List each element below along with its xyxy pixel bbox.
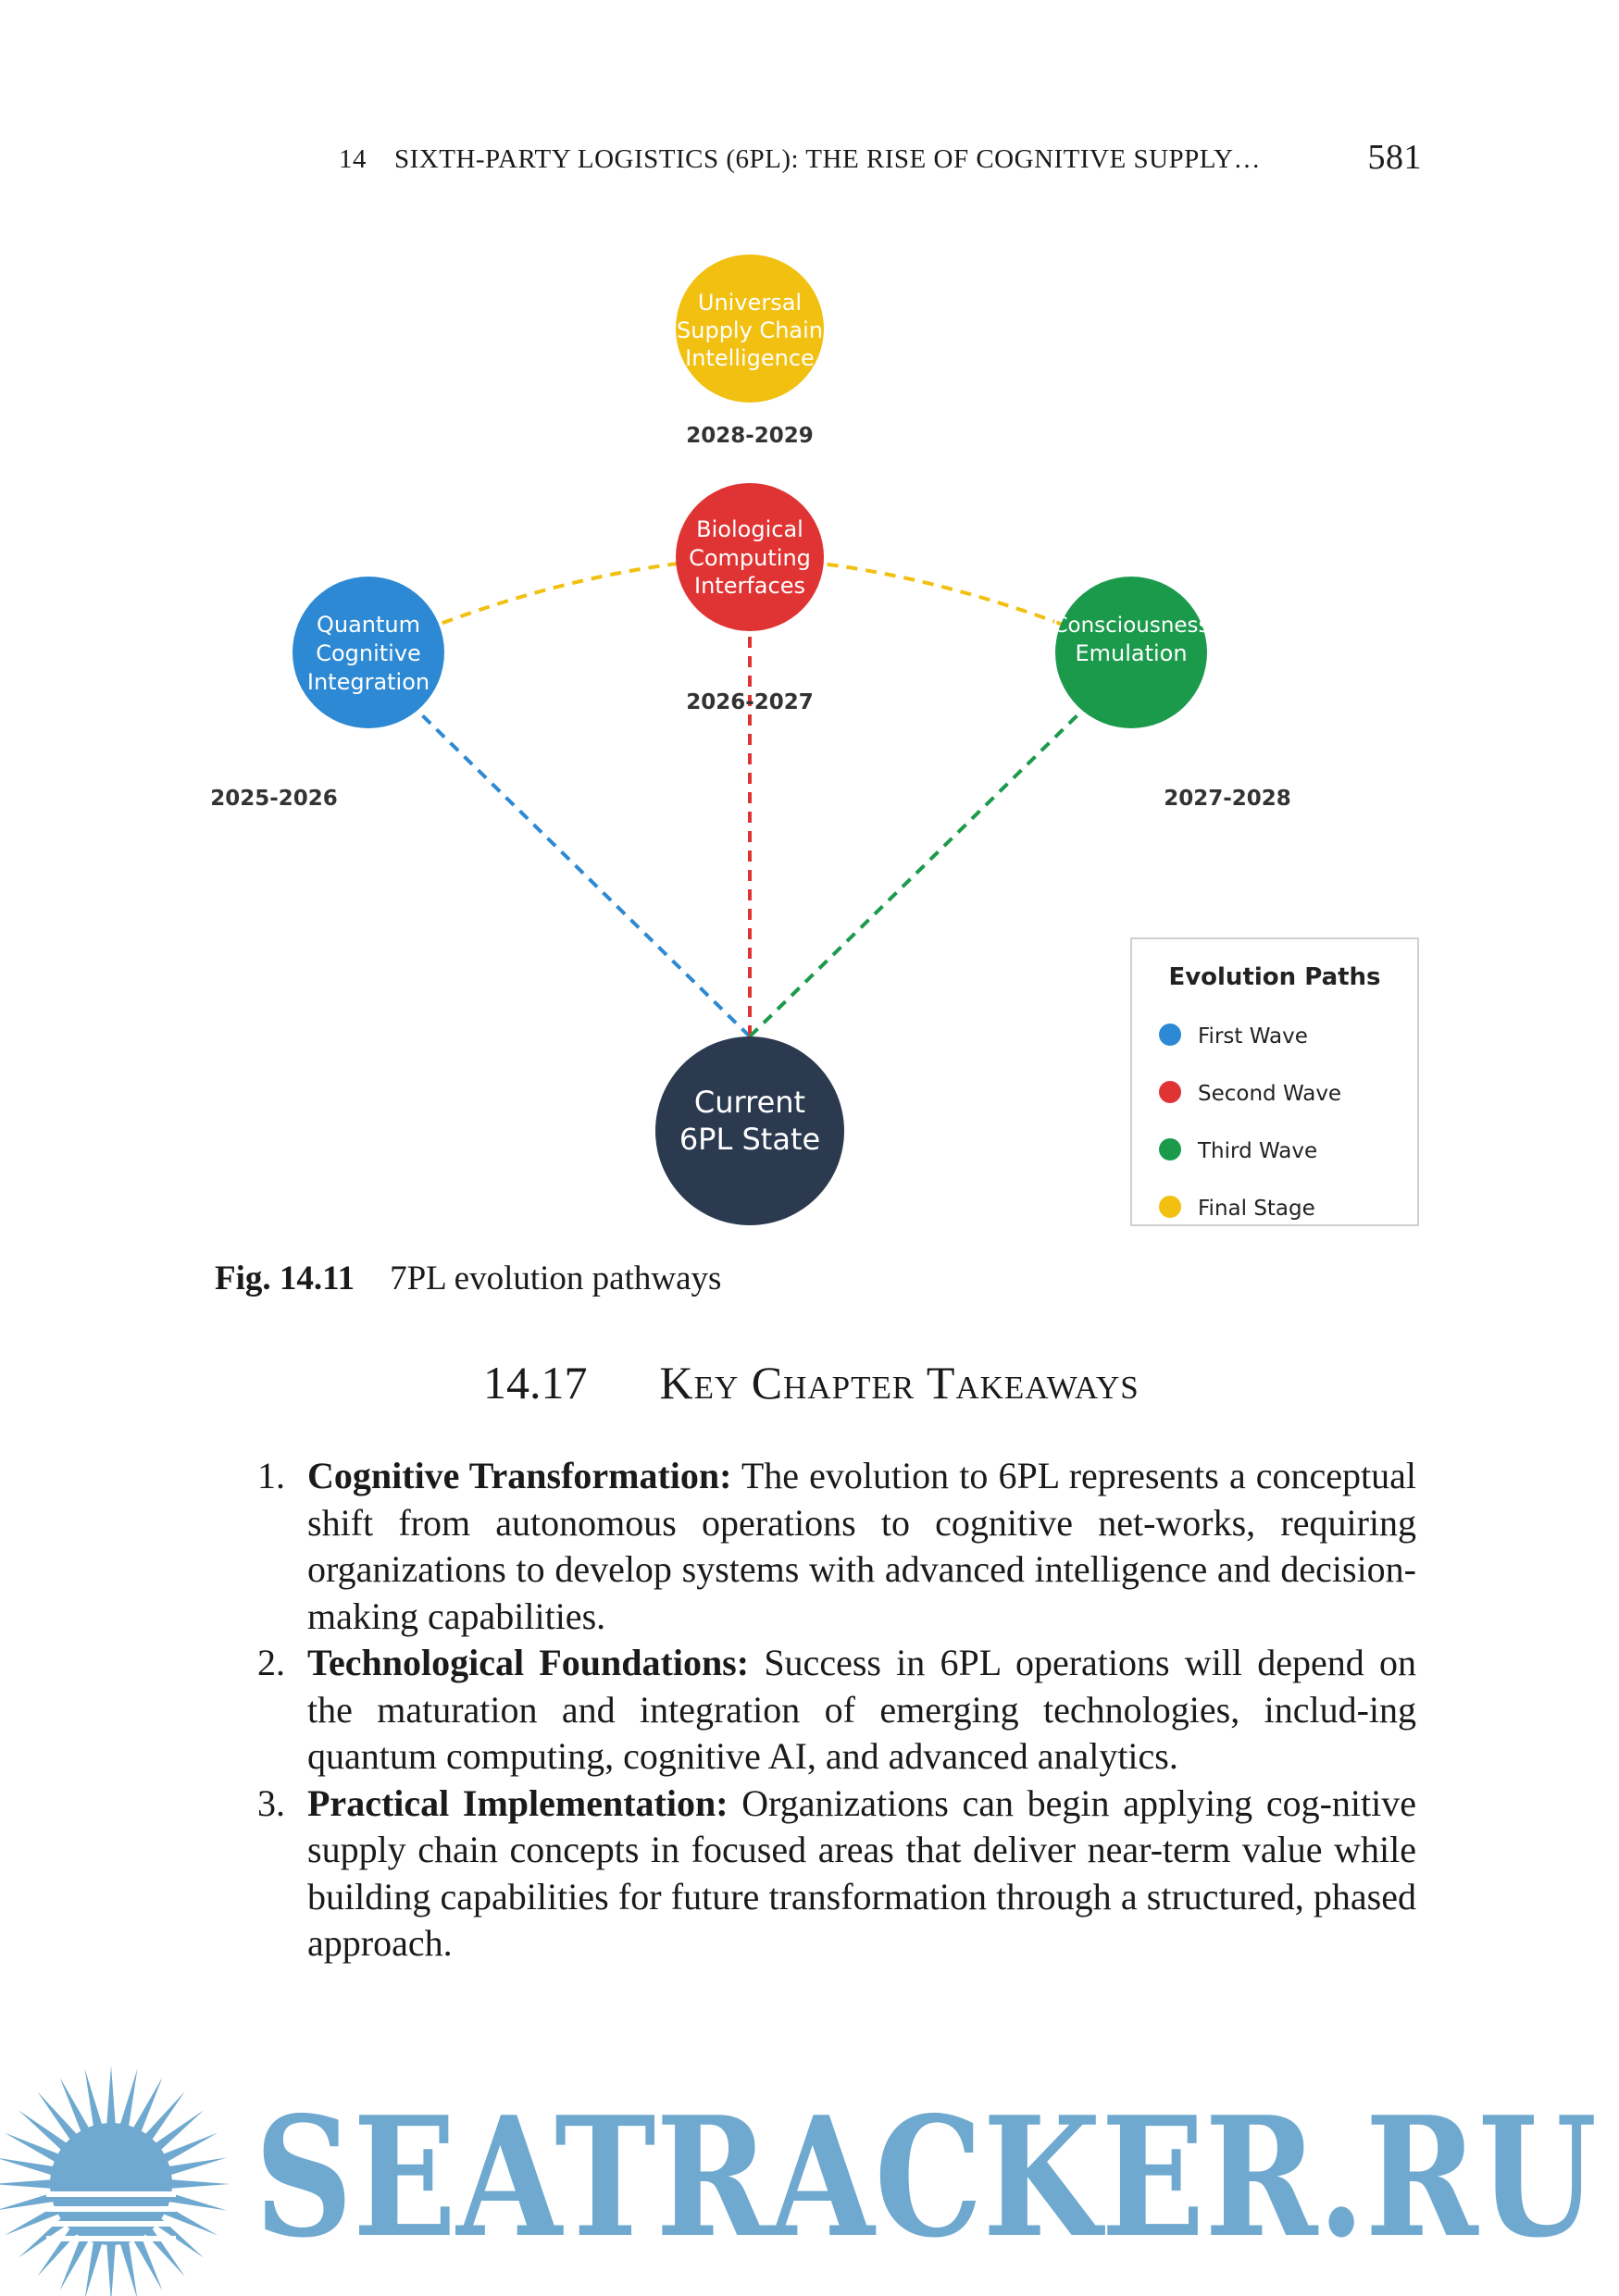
sun-ray — [59, 2233, 91, 2291]
node-quantum-label-3: Integration — [307, 669, 430, 695]
path-quantum-to-biological — [369, 555, 751, 654]
node-quantum-label-1: Quantum — [317, 612, 420, 638]
node-consciousness: Consciousness Emulation — [1052, 577, 1210, 728]
sun-ray — [131, 2233, 163, 2291]
path-current-to-quantum — [413, 706, 752, 1038]
running-head: 14 SIXTH-PARTY LOGISTICS (6PL): THE RISE… — [339, 137, 1422, 183]
node-universal-label-3: Intelligence — [685, 345, 815, 371]
legend-item-first-wave: First Wave — [1198, 1024, 1308, 1049]
sun-disc — [50, 2123, 172, 2245]
sun-ray — [131, 2077, 163, 2135]
evolution-diagram: Universal Supply Chain Intelligence 2028… — [210, 254, 1419, 1226]
sun-ray — [18, 2110, 69, 2153]
sun-ray — [59, 2077, 91, 2135]
legend: Evolution Paths First Wave Second Wave T… — [1130, 937, 1419, 1226]
list-item-term: Technological Foundations: — [307, 1642, 750, 1683]
year-consciousness: 2027-2028 — [1164, 787, 1291, 811]
watermark-text: SEATRACKER.RU — [255, 2080, 1597, 2274]
node-biological-label-3: Interfaces — [694, 573, 805, 599]
legend-swatch-third-wave — [1159, 1138, 1181, 1160]
watermark: SEATRACKER.RU — [0, 2066, 1597, 2296]
sun-ray — [84, 2068, 104, 2129]
sun-ray — [143, 2226, 185, 2277]
list-item-text: Organizations can begin applying cog-nit… — [307, 1781, 1416, 1965]
legend-title: Evolution Paths — [1168, 963, 1380, 991]
node-biological-label-1: Biological — [696, 516, 803, 542]
sun-ray — [118, 2068, 138, 2129]
list-item: 2. Technological Foundations: Success in… — [252, 1640, 1416, 1781]
sun-ray — [37, 2091, 80, 2142]
sun-ray — [106, 2066, 116, 2128]
sun-ray — [0, 2179, 55, 2189]
node-current-label-2: 6PL State — [679, 1122, 820, 1157]
node-consciousness-label-1: Consciousness — [1052, 614, 1209, 638]
year-biological: 2026-2027 — [686, 690, 814, 714]
figure-caption-label: Fig. 14.11 — [215, 1260, 355, 1297]
node-current: Current 6PL State — [655, 1036, 844, 1225]
list-item-text: Success in 6PL operations will depend on… — [307, 1642, 1416, 1777]
node-universal-label-2: Supply Chain — [677, 317, 823, 343]
section-number: 14.17 — [483, 1357, 588, 1409]
sun-ray — [143, 2091, 185, 2142]
sun-ray — [153, 2110, 205, 2153]
sun-ray — [118, 2239, 137, 2296]
sun-stripe — [46, 2236, 176, 2241]
node-quantum: Quantum Cognitive Integration — [293, 577, 444, 728]
section-title: Key Chapter Takeaways — [659, 1357, 1140, 1409]
legend-item-final-stage: Final Stage — [1198, 1197, 1315, 1221]
figure-caption: Fig. 14.11 7PL evolution pathways — [215, 1259, 721, 1298]
section-heading: 14.17 Key Chapter Takeaways — [483, 1356, 1140, 1409]
sun-ray — [4, 2132, 62, 2164]
legend-swatch-final-stage — [1159, 1196, 1181, 1218]
legend-item-third-wave: Third Wave — [1197, 1139, 1317, 1163]
path-current-to-consciousness — [748, 706, 1087, 1038]
running-head-chapter: 14 — [339, 144, 367, 174]
list-item: 3. Practical Implementation: Organizatio… — [252, 1781, 1416, 1967]
list-item: 1. Cognitive Transformation: The evoluti… — [252, 1453, 1416, 1640]
sun-ray — [166, 2157, 227, 2177]
node-consciousness-label-2: Emulation — [1075, 640, 1187, 666]
takeaways-list: 1. Cognitive Transformation: The evoluti… — [252, 1453, 1416, 1967]
node-biological-label-2: Computing — [689, 545, 811, 571]
sun-ray — [166, 2191, 227, 2211]
node-biological: Biological Computing Interfaces — [676, 483, 824, 631]
list-item-number: 1. — [257, 1455, 285, 1496]
running-head-title: SIXTH-PARTY LOGISTICS (6PL): THE RISE OF… — [394, 144, 1262, 174]
sun-ray — [168, 2179, 230, 2189]
page-number: 581 — [1367, 138, 1422, 177]
list-item-text: The evolution to 6PL represents a concep… — [307, 1455, 1417, 1637]
sun-stripe — [46, 2221, 176, 2227]
node-universal-label-1: Universal — [698, 290, 802, 316]
sun-ray — [160, 2132, 218, 2164]
sun-ray — [0, 2158, 56, 2177]
sun-stripe — [46, 2191, 176, 2197]
legend-swatch-second-wave — [1159, 1081, 1181, 1103]
sun-ray — [85, 2239, 104, 2296]
sun-ray — [0, 2191, 56, 2210]
node-current-label-1: Current — [694, 1085, 805, 1120]
list-item-term: Practical Implementation: — [307, 1781, 729, 1824]
figure-caption-text: 7PL evolution pathways — [390, 1260, 722, 1297]
year-quantum: 2025-2026 — [210, 787, 338, 811]
legend-item-second-wave: Second Wave — [1198, 1082, 1341, 1106]
node-quantum-label-2: Cognitive — [316, 640, 421, 666]
year-universal: 2028-2029 — [686, 424, 814, 448]
sun-ray — [37, 2226, 80, 2277]
node-universal: Universal Supply Chain Intelligence — [676, 254, 824, 403]
sun-stripe — [46, 2206, 176, 2212]
sun-ray — [4, 2204, 62, 2236]
list-item-term: Cognitive Transformation: — [307, 1455, 732, 1496]
list-item-number: 2. — [257, 1642, 285, 1683]
sun-ray — [106, 2240, 116, 2296]
sun-ray — [160, 2204, 218, 2236]
legend-swatch-first-wave — [1159, 1024, 1181, 1046]
list-item-number: 3. — [257, 1781, 285, 1824]
sun-logo-icon — [0, 2066, 230, 2296]
